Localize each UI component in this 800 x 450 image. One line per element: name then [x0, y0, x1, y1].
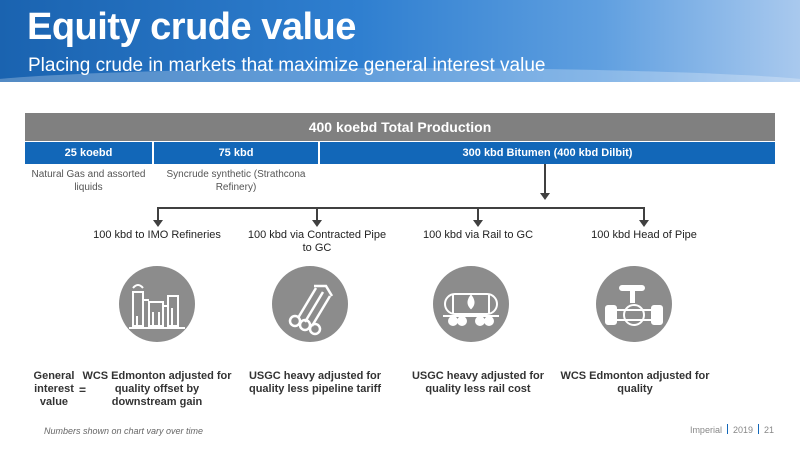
segment-natural-gas: 25 koebd [25, 142, 152, 164]
connector-drop-arrow-4 [639, 220, 649, 227]
segment-note-syncrude: Syncrude synthetic (Strathcona Refinery) [166, 169, 306, 193]
page-title: Equity crude value [27, 6, 356, 48]
total-production-bar: 400 koebd Total Production [25, 113, 775, 141]
connector-drop-arrow-1 [153, 220, 163, 227]
footnote: Numbers shown on chart vary over time [44, 426, 204, 436]
connector-drop-4 [643, 207, 645, 220]
value-pipeline: USGC heavy adjusted for quality less pip… [248, 370, 382, 395]
value-rail: USGC heavy adjusted for quality less rai… [411, 370, 545, 395]
footer-company: Imperial [689, 425, 722, 435]
pipeline-icon [272, 266, 348, 342]
route-label-refineries: 100 kbd to IMO Refineries [93, 229, 221, 241]
connector-drop-2 [316, 207, 318, 220]
connector-drop-arrow-2 [312, 220, 322, 227]
connector-trunk-arrow [540, 193, 550, 200]
header-banner: Equity crude value Placing crude in mark… [0, 0, 800, 82]
footer-separator [757, 424, 759, 434]
value-refineries: WCS Edmonton adjusted for quality offset… [82, 370, 232, 408]
footer-separator [726, 424, 728, 434]
connector-drop-arrow-3 [473, 220, 483, 227]
connector-drop-3 [477, 207, 479, 220]
footer-page-number: 21 [763, 425, 774, 435]
connector-horizontal [157, 207, 645, 209]
connector-drop-1 [157, 207, 159, 220]
pipe-valve-icon [596, 266, 672, 342]
general-interest-value-label: General interest value [33, 370, 75, 408]
page-subtitle: Placing crude in markets that maximize g… [28, 55, 546, 76]
route-label-pipeline: 100 kbd via Contracted Pipe to GC [247, 229, 387, 254]
header-swoosh [0, 68, 800, 82]
connector-trunk [544, 164, 546, 193]
refinery-icon [119, 266, 195, 342]
footer-year: 2019 [732, 425, 753, 435]
segment-syncrude: 75 kbd [154, 142, 318, 164]
segment-note-natural-gas: Natural Gas and assorted liquids [31, 169, 146, 193]
segment-bitumen: 300 kbd Bitumen (400 kbd Dilbit) [320, 142, 775, 164]
equals-sign: = [79, 383, 87, 397]
rail-tank-car-icon [433, 266, 509, 342]
value-head-of-pipe: WCS Edmonton adjusted for quality [560, 370, 710, 395]
route-label-head-of-pipe: 100 kbd Head of Pipe [591, 229, 697, 241]
route-label-rail: 100 kbd via Rail to GC [422, 229, 534, 241]
footer: Imperial 2019 21 [690, 424, 774, 435]
